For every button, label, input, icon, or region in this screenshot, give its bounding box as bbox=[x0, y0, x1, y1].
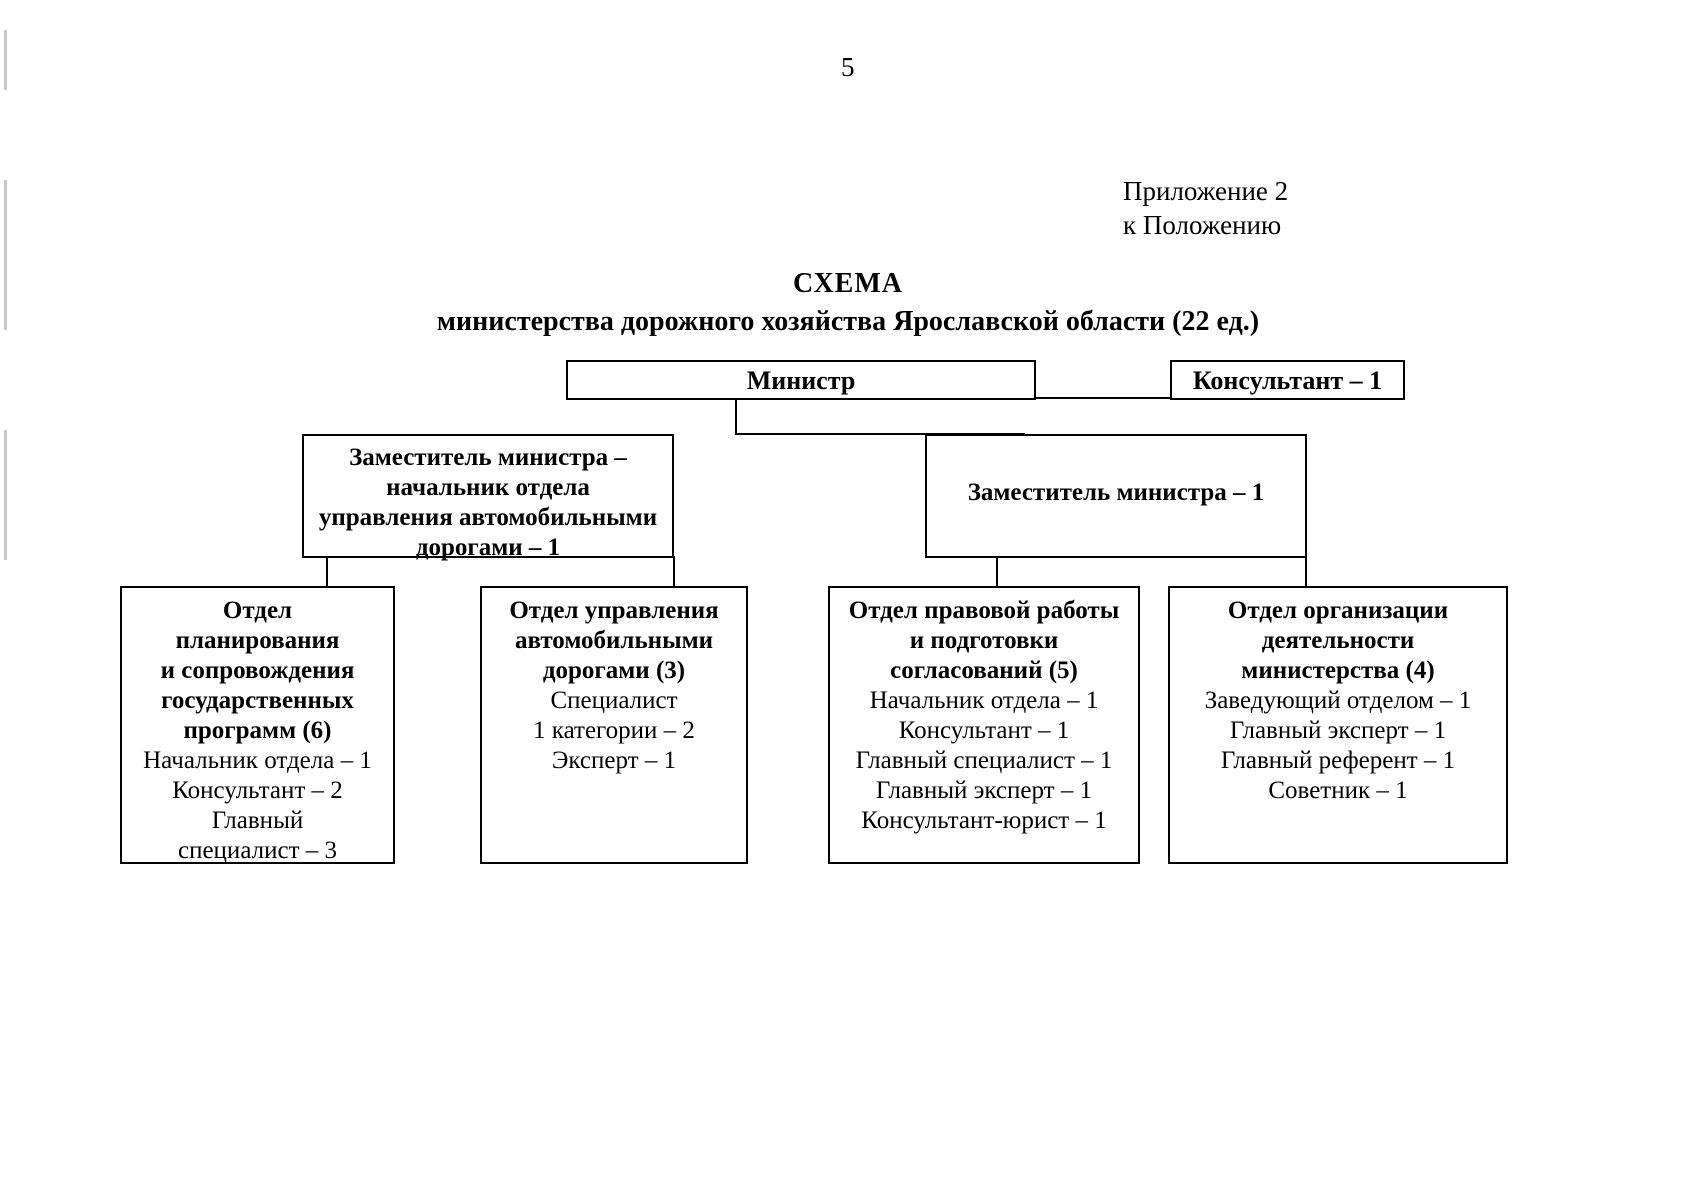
node-dept-planning-staff-3: Главный bbox=[211, 807, 304, 834]
node-dept-roads-header-2: автомобильными bbox=[514, 627, 714, 654]
node-deputy-head-roads-line-1: Заместитель министра – bbox=[349, 444, 627, 471]
chart-title-block: СХЕМА министерства дорожного хозяйства Я… bbox=[0, 268, 1696, 338]
chart-subtitle: министерства дорожного хозяйства Ярослав… bbox=[436, 306, 1260, 337]
node-dept-roads-header-1: Отдел управления bbox=[509, 597, 719, 624]
node-dept-roads[interactable]: Отдел управления автомобильными дорогами… bbox=[480, 586, 748, 864]
scan-artifact bbox=[4, 180, 7, 330]
node-dept-organization-staff-1: Заведующий отделом – 1 bbox=[1204, 687, 1472, 714]
page-number: 5 bbox=[841, 52, 855, 82]
node-dept-planning-header-1: Отдел bbox=[222, 597, 293, 624]
connector-legal-stem bbox=[996, 556, 998, 586]
appendix-reference: Приложение 2 к Положению bbox=[1123, 174, 1288, 242]
node-dept-organization-staff-4: Советник – 1 bbox=[1268, 777, 1408, 804]
node-minister-title: Министр bbox=[746, 366, 856, 395]
node-dept-roads-header-3: дорогами (3) bbox=[542, 657, 686, 684]
node-dept-legal-staff-3: Главный специалист – 1 bbox=[855, 747, 1113, 774]
node-deputy-head-roads[interactable]: Заместитель министра – начальник отдела … bbox=[302, 434, 674, 561]
connector-planning-stem bbox=[326, 556, 328, 586]
node-dept-planning-header-5: программ (6) bbox=[183, 717, 332, 744]
node-dept-roads-staff-1: Специалист bbox=[550, 687, 678, 714]
node-deputy-head-roads-line-3: управления автомобильными bbox=[318, 504, 658, 531]
node-consultant-title: Консультант – 1 bbox=[1192, 366, 1383, 395]
node-deputy-head-roads-line-2: начальник отдела bbox=[386, 474, 590, 501]
node-dept-planning-staff-2: Консультант – 2 bbox=[172, 777, 343, 804]
node-dept-legal-header-3: согласований (5) bbox=[890, 657, 1078, 684]
node-dept-planning[interactable]: Отдел планирования и сопровождения госуд… bbox=[120, 586, 395, 864]
node-dept-organization-staff-3: Главный референт – 1 bbox=[1220, 747, 1456, 774]
node-dept-planning-header-2: планирования bbox=[175, 627, 340, 654]
node-dept-organization-header-2: деятельности bbox=[1261, 627, 1415, 654]
node-dept-planning-header-4: государственных bbox=[161, 687, 354, 714]
node-dept-legal-staff-5: Консультант-юрист – 1 bbox=[861, 807, 1107, 834]
scan-artifact bbox=[4, 30, 7, 90]
node-dept-legal-staff-4: Главный эксперт – 1 bbox=[875, 777, 1093, 804]
node-dept-roads-staff-2: 1 категории – 2 bbox=[533, 717, 695, 744]
node-dept-legal-header-2: и подготовки bbox=[909, 627, 1059, 654]
node-deputy-head-roads-line-4: дорогами – 1 bbox=[415, 534, 561, 561]
node-dept-organization-header-3: министерства (4) bbox=[1241, 657, 1435, 684]
node-dept-legal-staff-1: Начальник отдела – 1 bbox=[869, 687, 1099, 714]
node-minister[interactable]: Министр bbox=[566, 360, 1036, 400]
node-dept-legal-header-1: Отдел правовой работы bbox=[848, 597, 1120, 624]
node-dept-organization[interactable]: Отдел организации деятельности министерс… bbox=[1168, 586, 1508, 864]
node-dept-organization-staff-2: Главный эксперт – 1 bbox=[1229, 717, 1447, 744]
node-dept-organization-header-1: Отдел организации bbox=[1227, 597, 1449, 624]
appendix-line-2: к Положению bbox=[1123, 210, 1282, 240]
connector-organization-stem bbox=[1305, 556, 1307, 586]
node-dept-planning-staff-4: специалист – 3 bbox=[177, 837, 338, 864]
chart-title: СХЕМА bbox=[792, 268, 904, 299]
node-dept-legal-staff-2: Консультант – 1 bbox=[898, 717, 1070, 744]
node-deputy-minister[interactable]: Заместитель министра – 1 bbox=[925, 434, 1307, 558]
node-dept-planning-header-3: и сопровождения bbox=[160, 657, 355, 684]
connector-minister-consultant bbox=[1035, 397, 1170, 399]
connector-deputy-bus bbox=[735, 433, 1025, 435]
scan-artifact bbox=[4, 430, 7, 560]
node-dept-legal[interactable]: Отдел правовой работы и подготовки согла… bbox=[828, 586, 1140, 864]
appendix-line-1: Приложение 2 bbox=[1123, 176, 1289, 206]
node-deputy-minister-line-1: Заместитель министра – 1 bbox=[967, 479, 1265, 506]
node-dept-roads-staff-3: Эксперт – 1 bbox=[551, 747, 677, 774]
connector-roads-stem bbox=[673, 556, 675, 586]
connector-minister-down bbox=[735, 398, 737, 434]
node-dept-planning-staff-1: Начальник отдела – 1 bbox=[143, 747, 372, 774]
node-consultant[interactable]: Консультант – 1 bbox=[1170, 360, 1405, 400]
